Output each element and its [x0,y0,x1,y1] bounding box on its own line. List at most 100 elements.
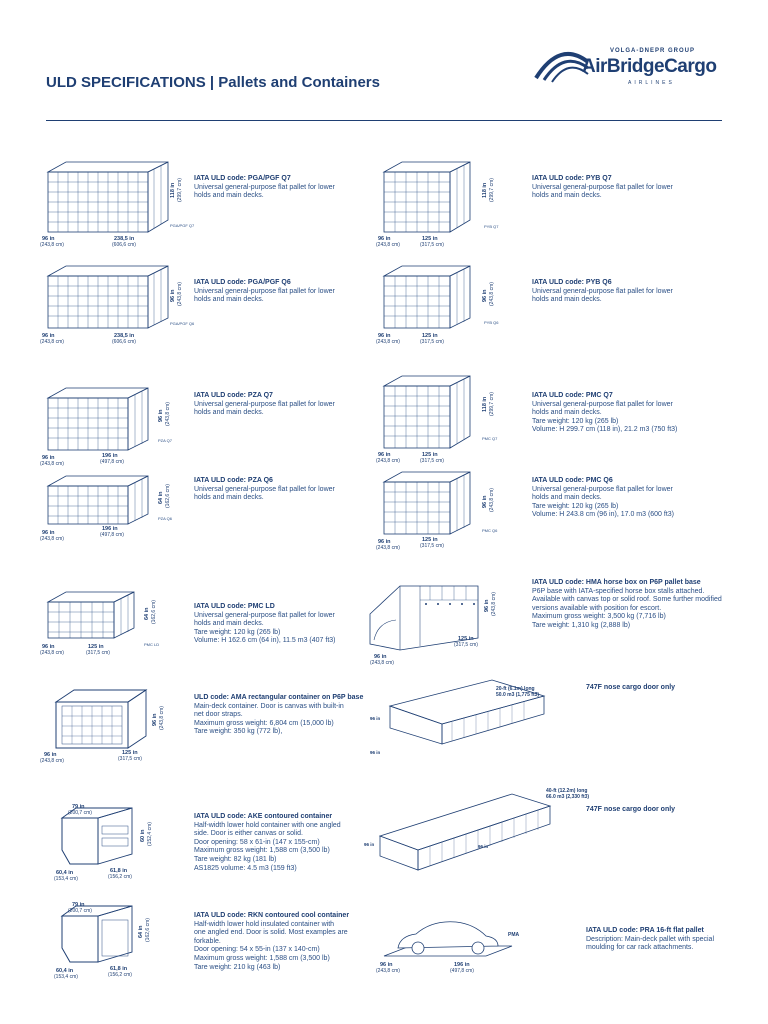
spec-entry: IATA ULD code: HMA horse box on P6P pall… [532,579,752,631]
spec-line: versions available with position for esc… [532,604,662,612]
spec-line: Tare weight: 120 kg (265 lb) [532,502,619,510]
spec-line: Available with canvas top or solid roof.… [532,596,722,604]
pga-pgf-q6-diagram: 96 in (243,8 cm) 238,5 in (606,6 cm) 96 … [40,265,195,345]
dim-height-cm: (243,8 cm) [159,706,165,730]
dim-height: 96 in [478,844,489,849]
spec-line: holds and main decks. [194,494,264,502]
dim-height: 96 in [152,713,158,726]
spec-line: Volume: H 243.8 cm (96 in), 17.0 m3 (600… [532,511,675,519]
dim-width: 96 in [42,530,55,536]
spec-line: AS1825 volume: 4.5 m3 (159 ft3) [194,864,297,872]
spec-entry: ULD code: AMA rectangular container on P… [194,694,379,737]
dim-height-cm: (243,8 cm) [491,592,497,616]
dim-height: 64 in [158,491,164,504]
dim-width-cm: (243,8 cm) [40,650,64,656]
spec-line: Volume: H 162.6 cm (64 in), 11.5 m3 (407… [194,637,336,645]
dim-height-cm: (152,4 cm) [147,822,153,846]
dim-width-cm: (243,8 cm) [40,758,64,764]
container-20ft-length: 20-ft (6.1m) long 50.0 m3 (1,775 ft3) [496,686,539,698]
dim-width-cm: (243,8 cm) [376,339,400,345]
spec-line: holds and main decks. [532,296,602,304]
spec-line: Tare weight: 120 kg (265 lb) [194,628,281,636]
dim-height-cm: (243,8 cm) [177,282,183,306]
dim-length: 125 in [422,452,438,458]
dim-height-cm: (162,6 cm) [165,484,171,508]
spec-line: holds and main decks. [194,296,264,304]
dim-length: 238,5 in [114,333,135,339]
dim-length: 238,5 in [114,236,135,242]
dim-height: 118 in [482,396,488,412]
dim-height-cm: (243,8 cm) [489,488,495,512]
dim-width-cm: (243,8 cm) [40,461,64,467]
dim-height: 96 in [482,495,488,508]
spec-line: Maximum gross weight: 3,500 kg (7,716 lb… [532,613,666,621]
dim-length: 196 in [102,526,118,532]
dim-width-cm: (243,8 cm) [376,242,400,248]
dim-width: 96 in [380,962,393,968]
dim-length: 196 in [454,962,470,968]
dim-height-cm: (162,6 cm) [145,918,151,942]
spec-line: Universal general-purpose flat pallet fo… [532,400,673,408]
length-text: 40-ft (12.2m) long [546,788,588,794]
dim-length-cm: (317,5 cm) [86,650,110,656]
dim-width: 96 in [378,539,391,545]
dim-length-cm: (317,5 cm) [420,339,444,345]
spec-line: Tare weight: 210 kg (463 lb) [194,963,281,971]
spec-line: moulding for car rack attachments. [586,944,694,952]
dim-height: 118 in [170,182,176,198]
pza-q6-diagram: 96 in (243,8 cm) 196 in (497,8 cm) 64 in… [40,475,173,542]
spec-entry: IATA ULD code: PRA 16-ft flat pallet Des… [586,927,768,953]
dim-length-cm: (317,5 cm) [420,458,444,464]
nose-door-note-1: 747F nose cargo door only [586,684,676,691]
uld-code: IATA ULD code: PMC Q6 [532,477,613,484]
dim-width-cm: (243,8 cm) [370,660,394,666]
dim-height: 96 in [482,289,488,302]
dim-width-cm: (243,8 cm) [376,458,400,464]
dim-width: 96 in [364,842,375,847]
pmc-q7-diagram: 96 in (243,8 cm) 125 in (317,5 cm) 118 i… [376,375,498,464]
spec-entry: IATA ULD code: RKN contoured cool contai… [194,912,379,972]
dim-height: 96 in [170,289,176,302]
dim-length: 125 in [422,236,438,242]
dim-length: 125 in [458,636,474,642]
spec-line: Tare weight: 82 kg (181 lb) [194,855,277,863]
dim-height-cm: (299,7 cm) [489,392,495,416]
spec-line: holds and main decks. [532,192,602,200]
spec-line: Universal general-purpose flat pallet fo… [532,183,673,191]
pyb-q7-diagram: 96 in (243,8 cm) 125 in (317,5 cm) 118 i… [376,161,499,248]
pza-q7-diagram: 96 in (243,8 cm) 196 in (497,8 cm) 96 in… [40,387,173,467]
ama-container-diagram: 96 in (243,8 cm) 125 in (317,5 cm) 96 in… [40,689,165,764]
dim-height: 118 in [482,182,488,198]
dim-width: 96 in [378,452,391,458]
container-40ft-length: 40-ft (12.2m) long 66.0 m3 (2,330 ft3) [546,788,589,800]
spec-entry: IATA ULD code: PMC Q7 Universal general-… [532,392,717,435]
volume-text: 50.0 m3 (1,775 ft3) [496,692,540,698]
spec-line: Volume: H 299.7 cm (118 in), 21.2 m3 (75… [532,426,678,434]
pmc-q6-diagram: 96 in (243,8 cm) 125 in (317,5 cm) 96 in… [376,471,498,551]
uld-code: ULD code: AMA rectangular container on P… [194,694,364,701]
dim-base: 60,4 in [56,968,74,974]
spec-line: P6P base with IATA-specified horse box s… [532,587,705,595]
uld-label: PZA Q6 [158,516,173,521]
dim-length-cm: (606,6 cm) [112,339,136,345]
uld-code: IATA ULD code: PGA/PGF Q6 [194,279,291,286]
spec-line: Tare weight: 1,310 kg (2,888 lb) [532,621,631,629]
spec-line: forkable. [194,937,221,945]
dim-width-cm: (243,8 cm) [40,339,64,345]
spec-line: Door opening: 58 x 61-in (147 x 155-cm) [194,838,320,846]
spec-line: Tare weight: 350 kg (772 lb), [194,728,283,736]
logo-group-text: VOLGA-DNEPR GROUP [610,48,696,54]
spec-entry: IATA ULD code: PZA Q7 Universal general-… [194,392,379,418]
spec-line: Half-width lower hold container with one… [194,821,341,829]
spec-entry: IATA ULD code: PGA/PGF Q6 Universal gene… [194,279,379,305]
rkn-container-diagram: 79 in (200,7 cm) 60,4 in (153,4 cm) 61,8… [54,902,151,980]
spec-line: holds and main decks. [194,620,264,628]
dim-length-cm: (317,5 cm) [454,642,478,648]
spec-line: Description: Main-deck pallet with speci… [586,935,714,943]
spec-line: Half-width lower hold insulated containe… [194,920,335,928]
dim-top: 79 in [72,902,85,908]
airbridgecargo-logo: VOLGA-DNEPR GROUP AirBridgeCargo AIRLINE… [530,38,730,98]
dim-length-cm: (606,6 cm) [112,242,136,248]
uld-code: IATA ULD code: PZA Q7 [194,392,273,399]
spec-line: net door straps. [194,711,243,719]
